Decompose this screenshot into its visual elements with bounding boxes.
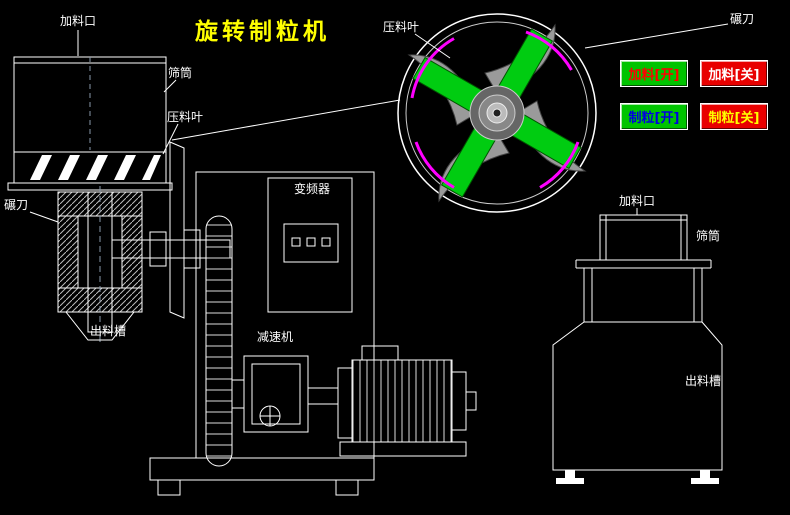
label-press-blade-detail: 压料叶	[383, 20, 420, 34]
zoom-leader-line	[171, 99, 401, 141]
rotor	[407, 23, 587, 203]
label-discharge-right: 出料槽	[685, 374, 722, 388]
reducer	[231, 355, 339, 433]
label-mill-knife-detail: 碾刀	[730, 12, 755, 26]
feed-off-button[interactable]: 加料[关]	[700, 60, 768, 87]
label-feed-inlet-left: 加料口	[60, 14, 97, 28]
rotor-hub	[469, 85, 525, 141]
hopper	[13, 30, 177, 153]
feed-on-button[interactable]: 加料[开]	[620, 60, 688, 87]
label-mill-knife-left: 碾刀	[4, 198, 29, 212]
label-discharge-left: 出料槽	[90, 324, 127, 338]
motor	[337, 345, 477, 457]
page-title: 旋转制粒机	[195, 19, 330, 45]
label-feed-inlet-right: 加料口	[619, 194, 656, 208]
label-inverter: 变频器	[294, 182, 331, 196]
press-blade-band	[7, 123, 179, 191]
bearing-assembly	[29, 141, 231, 346]
granulate-off-button[interactable]: 制粒[关]	[700, 103, 768, 130]
cabinet	[149, 171, 375, 496]
zoom-detail-view	[397, 13, 729, 213]
label-press-blade-left: 压料叶	[167, 110, 204, 124]
inverter-panel	[267, 177, 353, 313]
label-sieve-drum-left: 筛筒	[168, 66, 193, 80]
left-machine-drawing	[7, 30, 477, 496]
label-reducer: 减速机	[257, 330, 294, 344]
granulate-on-button[interactable]: 制粒[开]	[620, 103, 688, 130]
magenta-accents	[410, 30, 580, 189]
gear-train	[205, 215, 233, 467]
right-machine-drawing	[552, 208, 723, 484]
label-sieve-drum-right: 筛筒	[696, 229, 721, 243]
